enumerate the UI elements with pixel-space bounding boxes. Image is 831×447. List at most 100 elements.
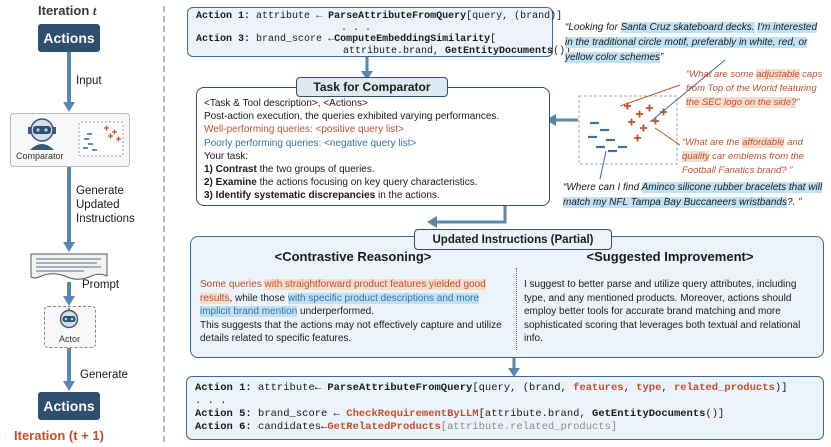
q1-a: “Looking for [565,22,621,33]
task-line-1: <Task & Tool description>, <Actions> [204,98,368,109]
document-prompt-icon [30,253,108,280]
task-your-task: Your task: [204,150,249,162]
task-item-2: 2) Examine the actions focusing on key q… [204,176,544,189]
iteration-t-label: Iteration t [38,3,97,19]
bottom-l1-fn: ParseAttributeFromQuery [327,382,473,394]
bottom-l1-var: attribute [258,382,315,394]
bottom-l5-arrow: ← [333,408,340,420]
top-code-line-3-cont: attribute.brand, GetEntityDocuments()] [196,45,571,58]
bottom-code-line-5: Action 5: brand_score ← CheckRequirement… [195,408,823,421]
updated-title-text: Updated Instructions (Partial) [432,233,594,246]
top-l1-args: [query, (brand)] [466,11,563,22]
left-panel: Iteration t Actions Input Comparator [0,0,140,447]
top-l3-arrow: ← [328,34,335,45]
c-a: Some queries [200,279,265,290]
query-negative-2: “What are the affordable and quality car… [682,136,828,178]
top-l3-cont-b: ()] [553,45,572,57]
bottom-l6-label: Action 6: [195,421,252,433]
q2-d: the SEC logo on the side? [686,97,797,108]
q2-c: caps from Top of the World featuring [686,69,823,94]
q3-e: car emblems from the Football Fanatics b… [682,151,804,176]
actor-label: Actor [59,334,81,344]
task-title-text: Task for Comparator [313,80,431,94]
input-label: Input [76,75,102,87]
top-l1-arrow: ← [316,11,323,22]
iteration-t-plus-1-label: Iteration (t + 1) [14,428,104,443]
query-positive-1: “Looking for Santa Cruz skateboard decks… [565,20,827,65]
top-code-line-3: Action 3: brand_score ←ComputeEmbeddingS… [196,34,552,46]
updated-instructions-title: Updated Instructions (Partial) [414,229,612,250]
q4-a: “Where can I find [563,182,642,193]
bottom-l5-var: brand_score [258,408,328,420]
task-well: Well-performing queries: <positive query… [204,124,404,136]
scatter-plot-icon [78,121,124,157]
c-f: This suggests that the actions may not e… [200,319,502,345]
bottom-l1-e: , [661,382,674,394]
actions-bottom-box: Actions [38,392,100,420]
c-e: underperformed. [297,306,374,317]
bottom-l1-b: features [573,382,624,394]
q3-b: affordable [742,137,785,148]
bottom-l6-var: candidates [258,421,322,433]
top-l1-var: attribute [256,11,311,22]
bottom-l5-fn: CheckRequirementByLLM [346,408,479,420]
bottom-l1-f: related_products [674,382,775,394]
q1-d: ” [660,52,664,63]
q1-b: Santa Cruz skateboard decks. [620,22,755,33]
bottom-code-line-6: Action 6: candidates←GetRelatedProducts[… [195,421,823,434]
top-l3-fn: ComputeEmbeddingSimilarity [334,34,491,45]
bottom-l1-g: )] [774,382,788,394]
top-l1-label: Action 1: [196,11,251,22]
task-box [196,87,550,206]
gen-line-3: Instructions [76,213,135,225]
task-i2-rest: the actions focusing on key query charac… [256,177,478,189]
c-c: , while those [229,292,288,304]
task-i3-rest: in the actions. [375,190,440,202]
robot-actor-icon [59,308,79,329]
bottom-l5-fn2: GetEntityDocuments [592,408,706,420]
bottom-l5-b: ()] [705,408,725,420]
prompt-label: Prompt [82,279,120,291]
query-positive-2: “Where can I find Aminco silicone rubber… [563,181,825,210]
actions-top-box: Actions [38,24,100,52]
generate-label: Generate [80,369,128,381]
task-body: <Task & Tool description>, <Actions> Pos… [204,97,544,203]
q2-a: “What are some [686,69,757,80]
top-l3-cont-fn: GetEntityDocuments [445,45,554,57]
bottom-l6-fn: GetRelatedProducts [327,421,441,433]
q3-a: “What are the [682,137,743,148]
task-title: Task for Comparator [296,77,448,97]
task-i1-rest: the two groups of queries. [256,164,375,176]
top-code-box: Action 1: attribute ← ParseAttributeFrom… [187,7,571,58]
suggested-improvement-heading: <Suggested Improvement> [586,249,754,264]
bottom-l1-c: , [623,382,637,394]
task-i3-bold: Identify systematic discrepancies [215,190,376,202]
column-divider [163,6,165,442]
comparator-label: Comparator [16,151,64,161]
bottom-l1-a: [query, (brand, [472,382,574,394]
robot-comparator-icon [28,118,56,150]
top-l1-fn: ParseAttributeFromQuery [328,11,467,22]
top-l3-var: brand_score [256,34,323,45]
top-code-dots: . . . [341,22,372,34]
gen-line-2: Updated [76,199,120,211]
bottom-l6-arrow: ← [321,421,328,433]
q3-c: and [784,137,803,148]
q4-c: ?. ” [786,196,802,208]
task-i1-num: 1) [204,164,216,176]
q2-b: adjustable [756,69,800,80]
left-arrows [63,52,75,391]
bottom-l1-arrow: ← [314,382,322,394]
bottom-l5-a: [attribute.brand, [478,408,593,420]
bottom-code-box: Action 1: attribute← ParseAttributeFromQ… [186,376,824,440]
bottom-code-dots: . . . [195,395,227,407]
generate-updated-instructions-label: Generate Updated Instructions [76,184,135,226]
contrastive-reasoning-heading: <Contrastive Reasoning> [274,249,432,264]
task-item-3: 3) Identify systematic discrepancies in … [204,189,544,202]
task-line-2: Post-action execution, the queries exhib… [204,111,500,123]
query-embedding-scatter [578,95,678,165]
contrastive-reasoning-text: Some queries with straightforward produc… [200,278,506,346]
top-l3-label: Action 3: [196,34,251,45]
